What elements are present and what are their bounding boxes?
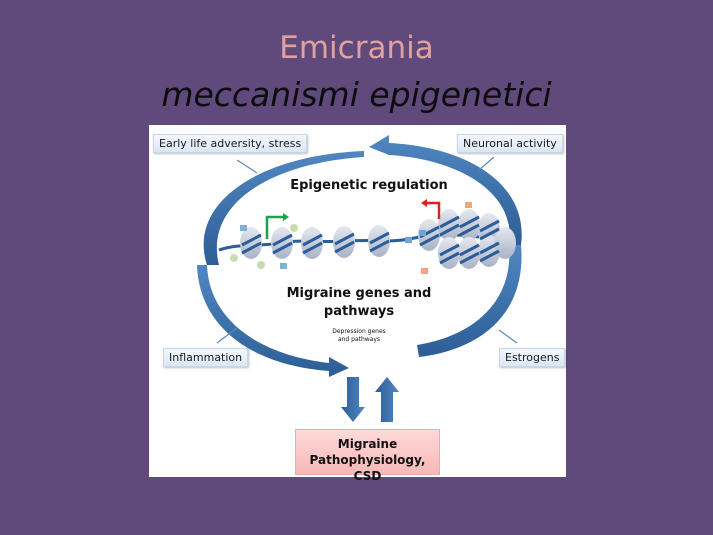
input-arrow-top-right [478,156,495,171]
dna-wraps [241,215,500,265]
diagram-graphics [197,135,522,377]
up-arrow-icon [375,377,399,422]
input-arrow-bottom-right [498,329,518,344]
input-arrow-top-left [236,159,258,174]
input-label-neuronal-activity: Neuronal activity [457,134,563,153]
cycle-arrow-bottom-left [197,265,349,377]
cycle-arrow-top-right [369,135,522,245]
input-arrow-bottom-left [216,327,238,344]
depression-genes-label-line1: Depression genes [332,328,386,335]
histone-marks [230,202,472,274]
migraine-genes-label-line1: Migraine genes and [286,286,432,301]
input-label-inflammation: Inflammation [163,348,249,367]
input-label-early-life-adversity: Early life adversity, stress [153,134,308,153]
epigenetic-regulation-label: Epigenetic regulation [290,178,448,193]
depression-genes-label-line2: and pathways [337,336,381,343]
repression-arrow-icon [427,201,441,219]
input-label-estrogens: Estrogens [499,348,566,367]
slide-title: Emicrania [279,30,434,66]
bidirectional-arrows [341,377,399,422]
down-arrow-icon [341,377,365,422]
activation-arrow-icon [265,215,283,239]
outcome-box: Migraine Pathophysiology, CSD [295,429,440,483]
slide-subtitle: meccanismi epigenetici [161,75,552,114]
migraine-genes-label-line2: pathways [323,304,395,319]
outcome-line1: Migraine [337,437,398,451]
outcome-line2: Pathophysiology, CSD [309,453,426,483]
diagram-panel: Early life adversity, stress Neuronal ac… [149,125,566,483]
